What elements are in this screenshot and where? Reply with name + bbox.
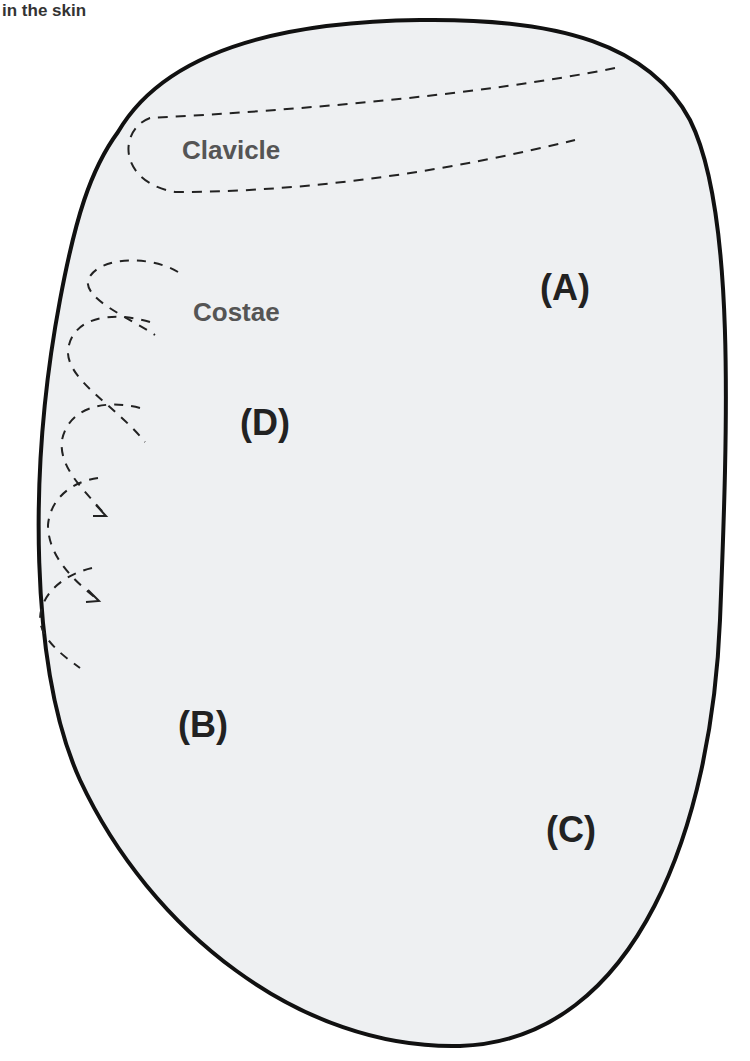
region-letter: (C) — [546, 810, 596, 850]
part-name: Clavicle — [182, 136, 280, 165]
costae-arrowhead — [86, 590, 99, 602]
costae-arrowhead — [93, 505, 106, 516]
skin-outline — [39, 20, 726, 1046]
part-name: Costae — [193, 298, 280, 327]
region-letter: (A) — [540, 268, 590, 308]
region-letter: (B) — [178, 705, 228, 745]
clavicle-outline — [128, 68, 615, 192]
costae-outline — [40, 260, 178, 668]
region-letter: (D) — [240, 403, 290, 443]
figure-heading: in the skin — [2, 2, 86, 21]
